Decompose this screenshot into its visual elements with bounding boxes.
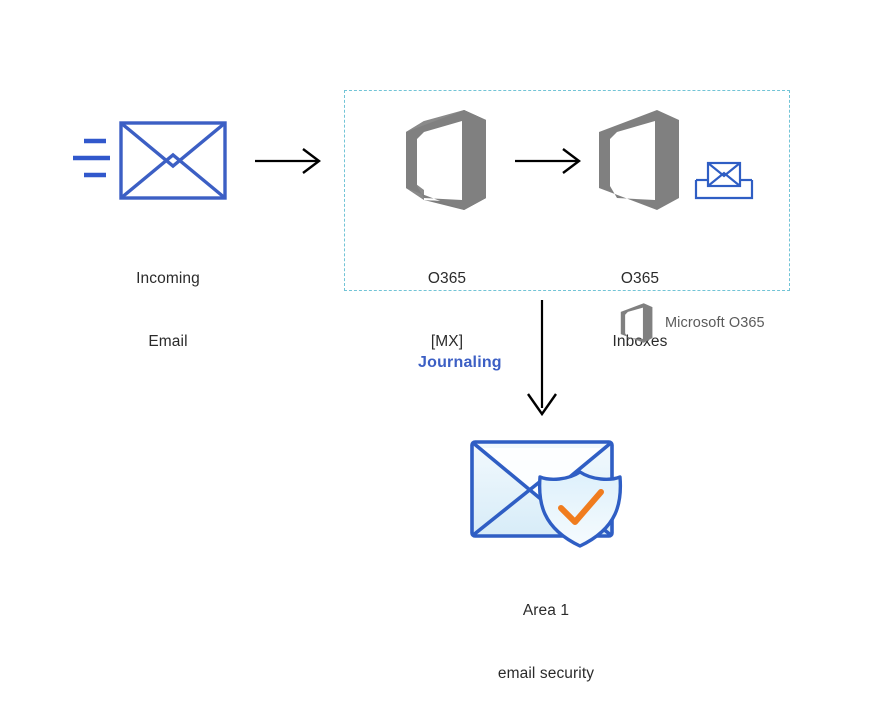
caption-line: [MX] (430, 333, 464, 350)
node-o365-mx (404, 110, 490, 210)
node-incoming-email (70, 120, 235, 210)
connector-inboxes-to-area1 (522, 300, 562, 420)
office-365-logo-icon (599, 110, 679, 210)
arrow-down-icon (527, 300, 557, 417)
shield-check-icon (537, 470, 623, 548)
inbox-tray-envelope-icon (694, 161, 754, 200)
legend-microsoft-o365: Microsoft O365 (620, 303, 765, 343)
connector-incoming-to-mx (255, 145, 325, 177)
envelope-icon (119, 121, 227, 200)
o365-group-boundary (344, 90, 790, 291)
caption-line: Inboxes (612, 333, 668, 350)
node-o365-inboxes (597, 110, 683, 210)
caption-line: email security (497, 665, 595, 682)
caption-area1-email-security: Area 1 email security (466, 558, 626, 726)
email-shield-check-icon (470, 440, 623, 548)
node-inbox-tray (694, 158, 754, 204)
envelope-with-motion-lines-group (73, 121, 227, 200)
motion-lines-icon (73, 138, 110, 178)
caption-o365-inboxes: O365 Inboxes (571, 226, 709, 394)
caption-line: O365 (427, 270, 467, 287)
legend-label: Microsoft O365 (665, 315, 765, 331)
arrow-right-icon (515, 148, 581, 174)
caption-incoming-email: Incoming Email (98, 226, 238, 394)
node-area1-email-security (468, 432, 638, 550)
caption-o365-mx: O365 [MX] (378, 226, 516, 394)
office-365-logo-icon (620, 303, 653, 343)
office-365-logo-icon (406, 110, 486, 210)
arrow-right-icon (255, 148, 321, 174)
caption-line: Email (148, 333, 188, 350)
diagram-canvas: Incoming Email (70, 90, 790, 682)
connector-label-journaling: Journaling (418, 354, 502, 371)
caption-line: Incoming (136, 270, 200, 287)
caption-line: O365 (620, 270, 660, 287)
caption-line: Area 1 (522, 602, 570, 619)
connector-mx-to-inboxes (515, 145, 585, 177)
